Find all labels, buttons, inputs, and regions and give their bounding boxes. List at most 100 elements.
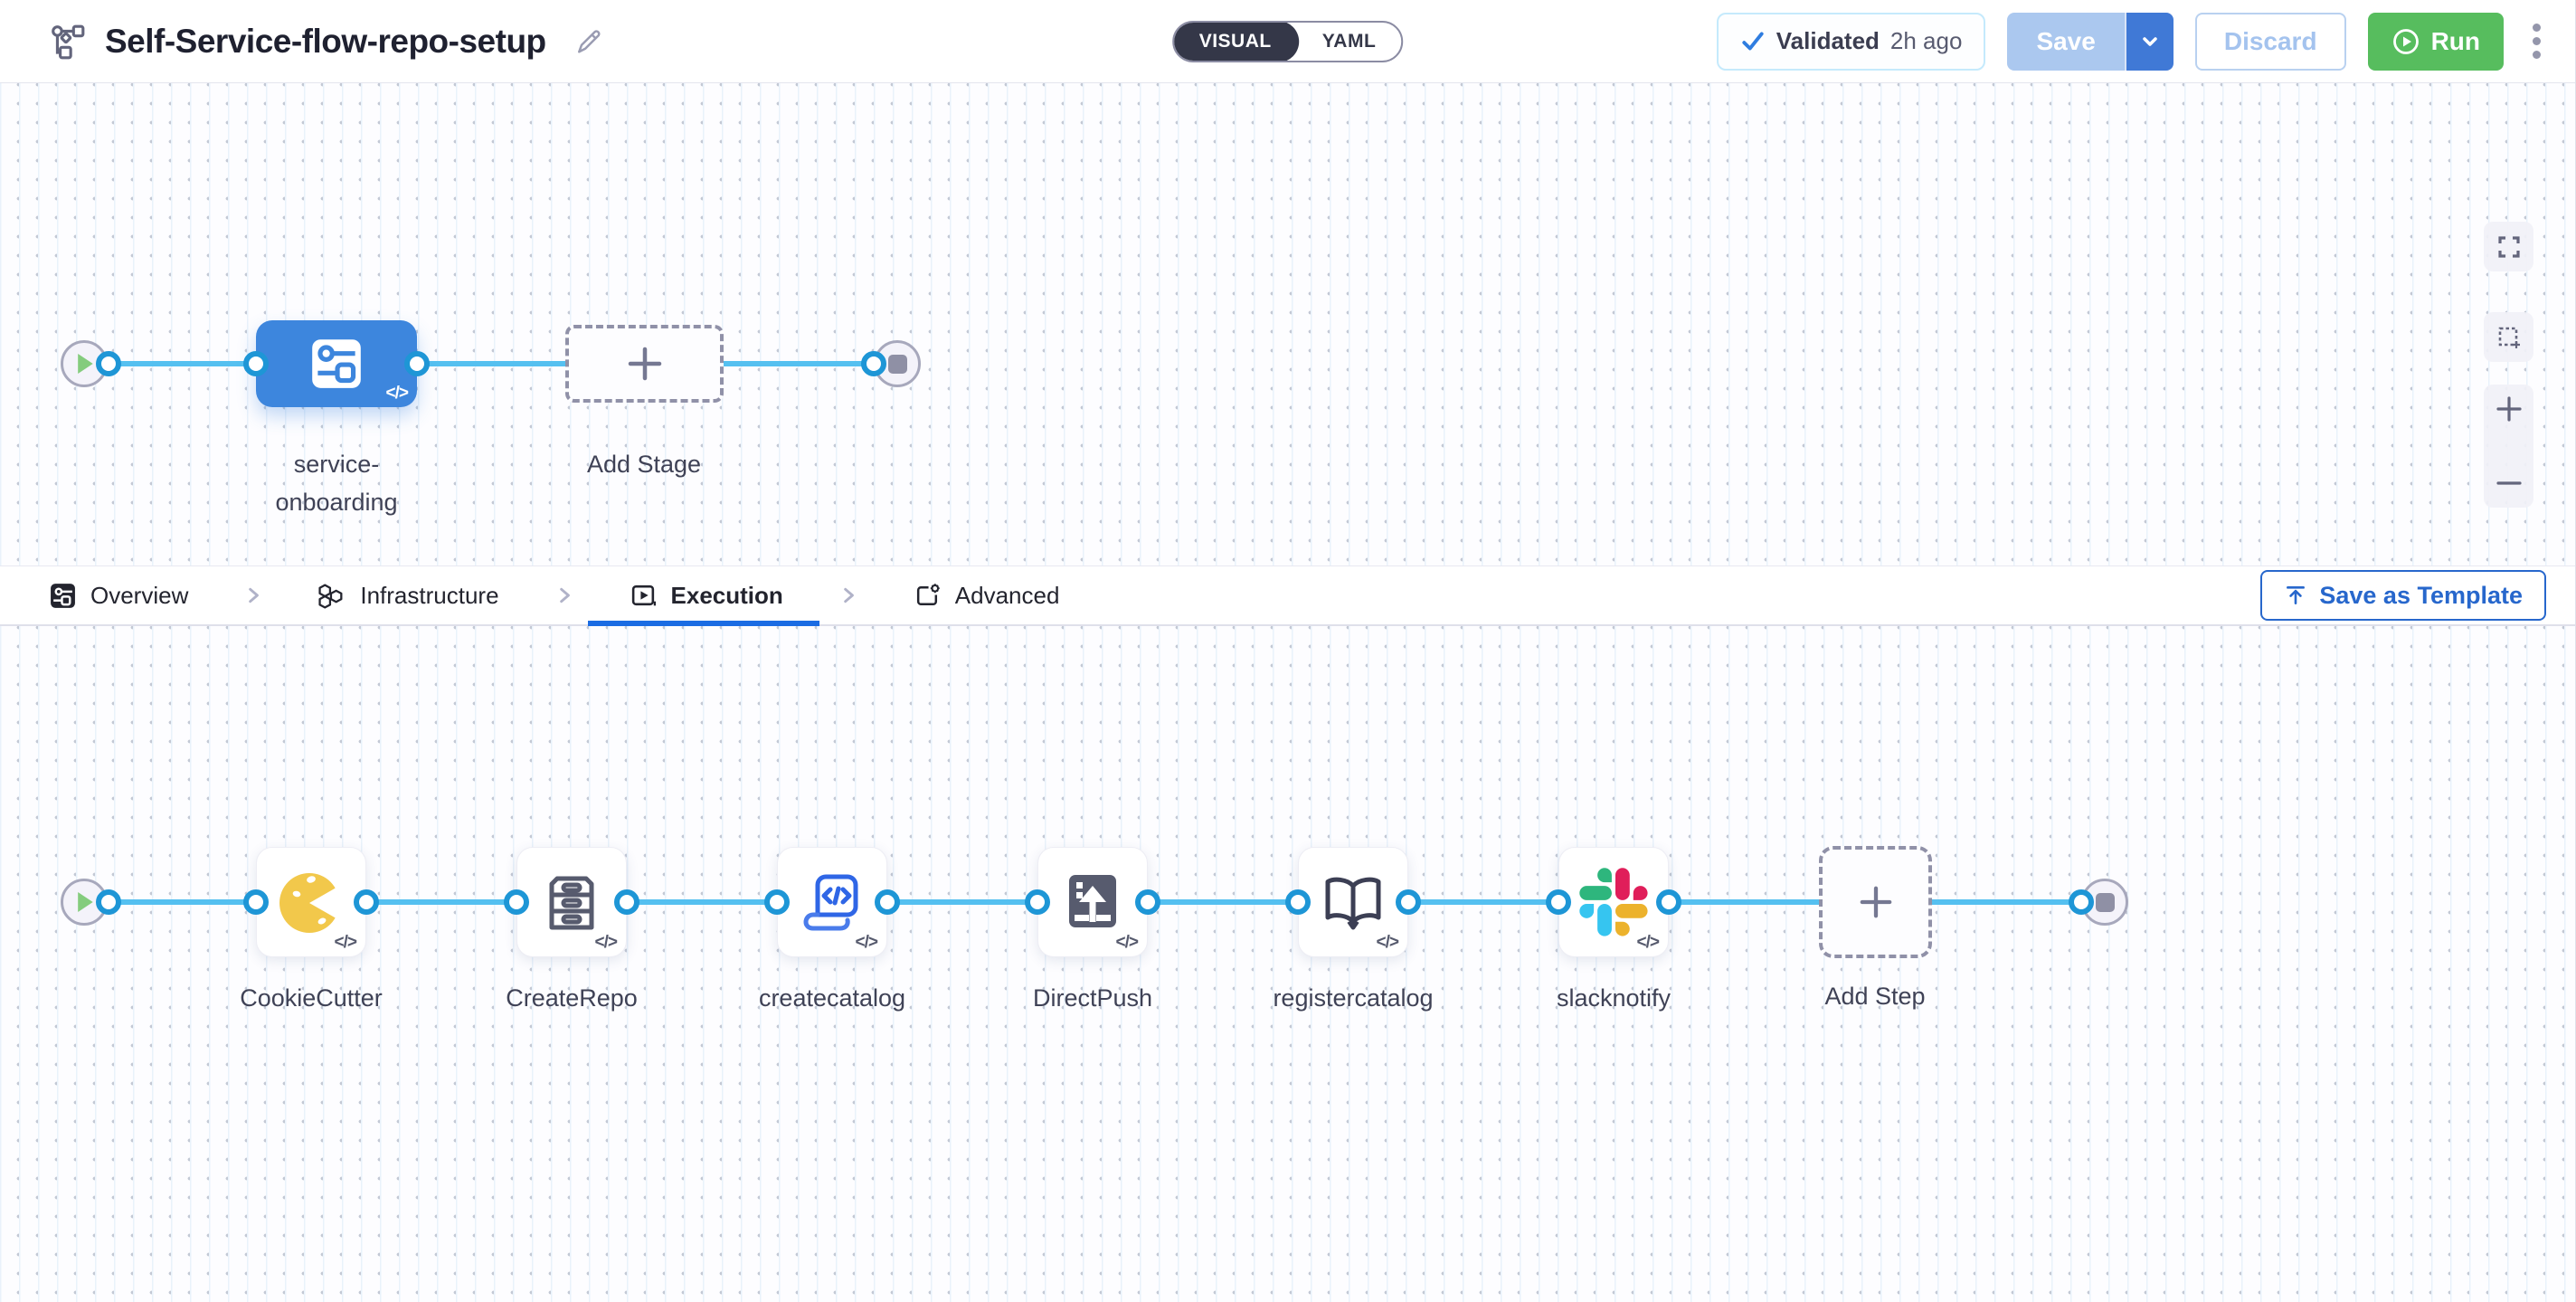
validated-badge[interactable]: Validated 2h ago [1716, 12, 1986, 71]
add-stage-button[interactable] [565, 325, 724, 403]
connector-port[interactable] [354, 889, 379, 915]
plus-icon [628, 347, 661, 381]
tab-advanced[interactable]: Advanced [914, 566, 1060, 624]
connector-port[interactable] [614, 889, 639, 915]
step-node-slacknotify[interactable]: </> [1558, 847, 1669, 957]
step-label[interactable]: CreateRepo [506, 984, 638, 1012]
chevron-right-icon [555, 586, 573, 604]
play-circle-icon [2391, 27, 2420, 56]
save-dropdown-button[interactable] [2124, 12, 2174, 71]
stop-icon [2095, 892, 2115, 912]
toggle-yaml[interactable]: YAML [1321, 30, 1377, 52]
header-actions: Validated 2h ago Save Discard [1716, 12, 2548, 71]
slack-icon [1579, 868, 1648, 936]
code-badge: </> [1115, 933, 1140, 952]
marquee-select-button[interactable] [2484, 312, 2533, 362]
tab-label: Advanced [954, 581, 1060, 609]
stage-canvas[interactable]: </> service-onboarding Add Stage [0, 83, 2575, 565]
custom-stage-icon [312, 339, 361, 388]
step-node-createrepo[interactable]: </> [516, 847, 627, 957]
zoom-out-button[interactable] [2496, 470, 2523, 497]
start-play-icon [78, 892, 93, 912]
connector-port[interactable] [2069, 889, 2094, 915]
step-node-directpush[interactable]: </> [1037, 847, 1148, 957]
tab-overview[interactable]: Overview [49, 566, 188, 624]
header: Self-Service-flow-repo-setup VISUAL YAML… [0, 0, 2575, 83]
infrastructure-icon [318, 583, 343, 609]
connector-port[interactable] [1285, 889, 1311, 915]
code-badge: </> [1376, 933, 1400, 952]
code-badge: </> [1636, 933, 1661, 952]
connector-port[interactable] [1396, 889, 1421, 915]
save-button[interactable]: Save [2007, 12, 2125, 71]
tab-infrastructure[interactable]: Infrastructure [318, 566, 499, 624]
connector-port[interactable] [1546, 889, 1571, 915]
stage-tab-bar: Overview Infrastructure Execution [0, 565, 2575, 626]
pipeline-icon [49, 23, 87, 61]
cookiecutter-icon [279, 873, 347, 933]
check-icon [1740, 29, 1766, 54]
connector-port[interactable] [504, 889, 529, 915]
registercatalog-icon [1325, 877, 1381, 930]
step-label[interactable]: registercatalog [1273, 984, 1434, 1012]
tab-execution[interactable]: Execution [587, 566, 820, 626]
add-step-label[interactable]: Add Step [1824, 983, 1926, 1010]
connector-port[interactable] [96, 351, 121, 376]
validated-time: 2h ago [1889, 27, 1963, 54]
page-title: Self-Service-flow-repo-setup [105, 22, 546, 60]
connector-port[interactable] [1656, 889, 1681, 915]
run-label: Run [2430, 26, 2480, 55]
step-label[interactable]: CookieCutter [240, 984, 383, 1012]
add-stage-label[interactable]: Add Stage [586, 451, 702, 478]
chevron-right-icon [839, 586, 857, 604]
stage-label[interactable]: service-onboarding [275, 451, 398, 516]
connector-port[interactable] [875, 889, 900, 915]
save-as-template-button[interactable]: Save as Template [2260, 570, 2546, 621]
start-play-icon [78, 354, 93, 374]
tab-label: Overview [90, 581, 189, 609]
tab-label: Infrastructure [360, 581, 499, 609]
stage-flow-line [104, 361, 897, 366]
fullscreen-button[interactable] [2484, 222, 2533, 271]
execution-canvas[interactable]: </> </> </> [0, 626, 2575, 1302]
step-node-createcatalog[interactable]: </> [777, 847, 887, 957]
connector-port[interactable] [1025, 889, 1050, 915]
directpush-icon [1069, 875, 1116, 927]
connector-port[interactable] [243, 351, 269, 376]
discard-button[interactable]: Discard [2194, 12, 2346, 71]
createcatalog-icon [803, 874, 858, 931]
edit-title-icon[interactable] [573, 28, 601, 55]
connector-port[interactable] [861, 351, 886, 376]
connector-port[interactable] [96, 889, 121, 915]
validated-label: Validated [1776, 27, 1880, 54]
chevron-down-icon [2143, 36, 2157, 46]
execution-icon [631, 584, 656, 605]
createrepo-icon [549, 876, 594, 930]
save-as-template-label: Save as Template [2319, 581, 2523, 609]
step-label[interactable]: slacknotify [1556, 984, 1672, 1012]
chevron-right-icon [244, 586, 262, 604]
run-button[interactable]: Run [2367, 12, 2504, 71]
visual-yaml-toggle[interactable]: VISUAL YAML [1171, 20, 1404, 62]
step-node-cookiecutter[interactable]: </> [256, 847, 366, 957]
more-options-menu[interactable] [2525, 18, 2548, 64]
code-badge: </> [385, 384, 410, 403]
connector-port[interactable] [1135, 889, 1160, 915]
connector-port[interactable] [243, 889, 269, 915]
overview-icon [51, 583, 75, 608]
toggle-visual[interactable]: VISUAL [1173, 22, 1299, 61]
plus-icon [1860, 886, 1891, 918]
stage-node-service-onboarding[interactable]: </> [256, 320, 417, 407]
zoom-controls [2484, 385, 2533, 508]
code-badge: </> [594, 933, 619, 952]
zoom-in-button[interactable] [2496, 395, 2523, 423]
code-badge: </> [334, 933, 358, 952]
connector-port[interactable] [764, 889, 790, 915]
title-group: Self-Service-flow-repo-setup [49, 23, 601, 61]
code-badge: </> [855, 933, 879, 952]
step-label[interactable]: DirectPush [1032, 984, 1153, 1012]
step-node-registercatalog[interactable]: </> [1298, 847, 1408, 957]
connector-port[interactable] [404, 351, 430, 376]
step-label[interactable]: createcatalog [758, 984, 906, 1012]
add-step-button[interactable] [1819, 846, 1932, 958]
